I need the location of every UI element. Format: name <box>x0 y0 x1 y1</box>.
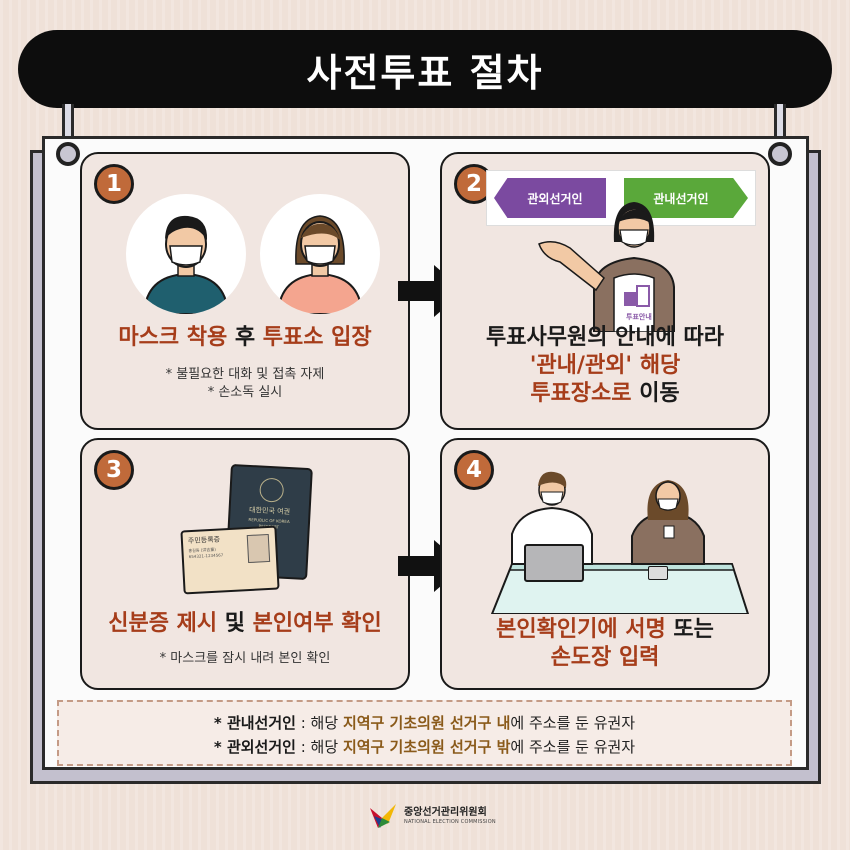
sign-left-label: 관외선거인 <box>527 191 583 206</box>
footnote-2-rest: 에 주소를 둔 유권자 <box>510 738 636 756</box>
step-1-note-2: * 손소독 실시 <box>207 385 283 400</box>
person-female-icon <box>260 194 380 314</box>
left-ring-icon <box>56 142 80 166</box>
sign-left-arrow: 관외선거인 <box>494 178 606 218</box>
poll-worker-icon <box>538 202 675 332</box>
step-4-title-line1-b: 또는 <box>665 617 714 642</box>
nec-logo: 중앙선거관리위원회 NATIONAL ELECTION COMMISSION <box>368 800 498 832</box>
id-card-title: 주민등록증 <box>187 535 221 546</box>
footnote-1: * 관내선거인 : 해당 지역구 기초의원 선거구 내에 주소를 둔 유권자 <box>59 712 790 733</box>
logo-name-en: NATIONAL ELECTION COMMISSION <box>404 819 496 825</box>
step-4-title-line2: 손도장 입력 <box>550 645 660 670</box>
footnote-2-highlight: 지역구 기초의원 선거구 밖 <box>342 738 511 756</box>
right-ring-icon <box>768 142 792 166</box>
id-card-number: 654321-1234567 <box>188 552 224 560</box>
footnote-box: * 관내선거인 : 해당 지역구 기초의원 선거구 내에 주소를 둔 유권자 *… <box>57 700 792 766</box>
footnote-2-term: 관외선거인 <box>226 738 296 756</box>
laptop-icon <box>524 544 584 582</box>
step-2-title-line3-b: 이동 <box>631 381 680 406</box>
step-1-title-a: 마스크 착용 <box>118 325 228 350</box>
footnote-2-star: * <box>213 738 227 756</box>
step-2-card: 2 관외선거인 관내선거인 투표안내 투표사무원의 안내에 따라 '관내/관외'… <box>440 152 770 430</box>
step-3-title-c: 본인여부 확인 <box>252 611 382 636</box>
step-3-card: 3 대한민국 여권 REPUBLIC OF KOREA PASSPORT 주민등… <box>80 438 410 690</box>
step-2-title-line1: 투표사무원의 안내에 따라 <box>486 325 724 350</box>
apron-label: 투표안내 <box>626 313 652 321</box>
signature-pad-icon <box>648 566 668 580</box>
step-1-title-b: 후 <box>227 325 263 350</box>
step-3-title: 신분증 제시 및 본인여부 확인 <box>82 610 408 638</box>
footnote-1-star: * <box>213 714 227 732</box>
step-3-title-b: 및 <box>217 611 253 636</box>
step-3-number: 3 <box>94 450 134 490</box>
id-card-photo-icon <box>246 533 271 564</box>
step-1-number: 1 <box>94 164 134 204</box>
footnote-2-sep: : 해당 <box>295 738 343 756</box>
passport-emblem-icon <box>259 477 285 503</box>
step-1-title-c: 투표소 입장 <box>262 325 372 350</box>
step-4-title-line1-a: 본인확인기에 서명 <box>496 617 666 642</box>
footnote-2: * 관외선거인 : 해당 지역구 기초의원 선거구 밖에 주소를 둔 유권자 <box>59 736 790 757</box>
footnote-1-rest: 에 주소를 둔 유권자 <box>510 714 636 732</box>
footnote-1-sep: : 해당 <box>295 714 343 732</box>
step-3-note-1: * 마스크를 잠시 내려 본인 확인 <box>159 651 331 666</box>
nec-logo-icon <box>370 804 396 828</box>
sign-right-label: 관내선거인 <box>653 191 709 206</box>
step-1-note-1: * 불필요한 대화 및 접촉 자제 <box>165 367 325 382</box>
step-1-card: 1 마스크 착용 후 투표소 입장 * 불필요한 대화 및 접촉 자제 * 손소… <box>80 152 410 430</box>
step-1-title: 마스크 착용 후 투표소 입장 <box>82 324 408 352</box>
step-4-card: 4 본인확인기에 서명 또는 손도장 입력 <box>440 438 770 690</box>
step-4-title-line1: 본인확인기에 서명 또는 <box>442 616 768 644</box>
footnote-1-highlight: 지역구 기초의원 선거구 내 <box>342 714 511 732</box>
step-2-title-line3: 투표장소로 이동 <box>442 380 768 408</box>
id-card-icon: 주민등록증 홍길동 (洪吉童) 654321-1234567 <box>180 525 280 595</box>
person-male-icon <box>126 194 246 314</box>
logo-name: 중앙선거관리위원회 <box>404 807 487 818</box>
step-3-title-a: 신분증 제시 <box>108 611 218 636</box>
page-title: 사전투표 절차 <box>306 50 544 95</box>
verification-desk-icon <box>490 471 750 614</box>
title-banner: 사전투표 절차 <box>18 30 832 108</box>
step-4-number: 4 <box>454 450 494 490</box>
step-2-title-line3-a: 투표장소로 <box>530 381 632 406</box>
footnote-1-term: 관내선거인 <box>226 714 296 732</box>
step-2-title-line2: '관내/관외' 해당 <box>529 353 681 378</box>
